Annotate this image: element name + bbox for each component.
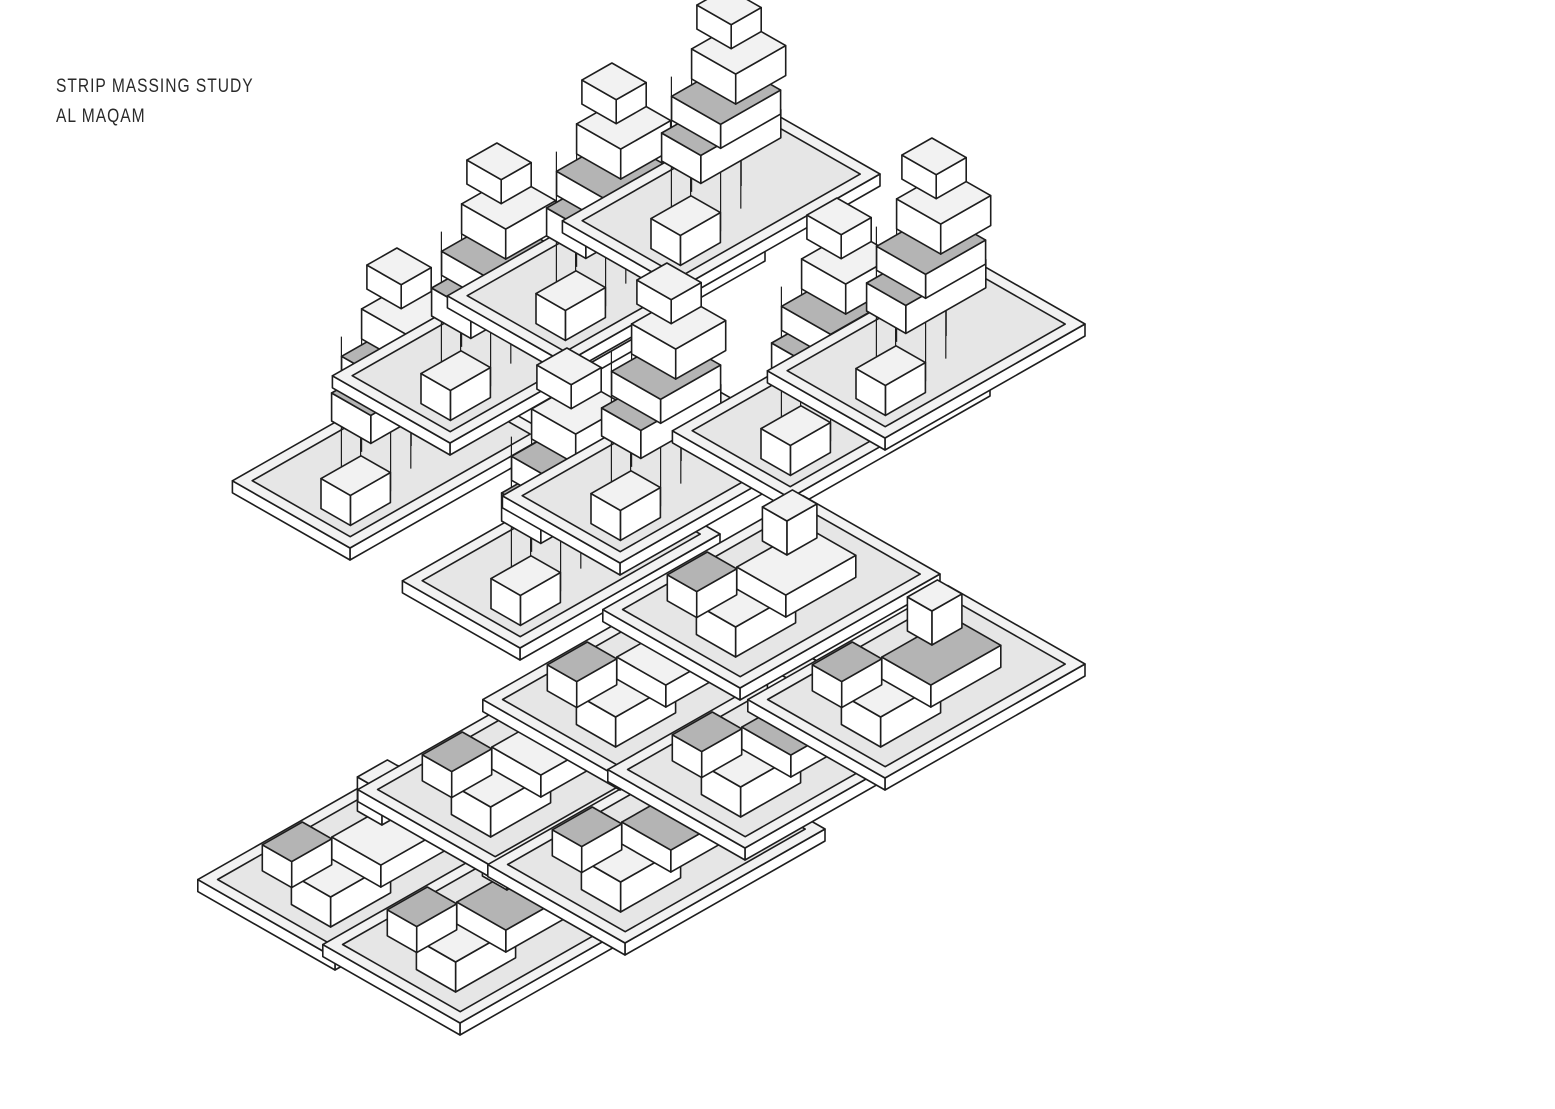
exploded-plot-3-floor-4-face-top [696,0,763,26]
exploded-plot-3-block-a-face-top [650,195,722,237]
exploded-plot-1-floor-4-face-top [466,142,533,181]
ground-massing-group [197,489,1086,1036]
exploded-plot-7-floor-4-face-top [901,137,968,176]
ground-plot-7-mass-c-face-top [811,641,883,683]
exploded-plot-5-block-a-face-top [590,469,662,512]
ground-plot-6-mass-c-face-top [666,551,738,593]
exploded-plot-4-block-a-face-top [490,554,562,597]
exploded-plot-0-floor-4-face-top [366,247,433,286]
exploded-plot-7-block-a-face-top [855,344,927,387]
drawing-subtitle: AL MAQAM [56,106,146,127]
exploded-plot-0-block-a-face-top [320,454,392,497]
exploded-plot-2-floor-4-face-top [581,62,648,101]
exploded-plot-2-block-a-face-top [535,269,607,312]
ground-plot-4-mass-c-face-top [546,641,618,683]
exploded-plot-1-block-a-face-top [420,349,492,392]
ground-plot-5-mass-c-face-top [671,711,743,753]
ground-plot-0-mass-c-face-top [261,821,333,863]
ground-plot-2-mass-c-face-top [421,731,493,773]
exploded-plot-4-floor-4-face-top [536,347,603,386]
ground-plot-7-mass-d-face-top [906,579,963,612]
drawing-title: STRIP MASSING STUDY [56,76,254,97]
exploded-massing-group [231,0,1086,661]
exploded-plot-6-floor-4-face-top [806,197,873,236]
drawing-titles: STRIP MASSING STUDY AL MAQAM [56,72,297,132]
ground-plot-1-mass-c-face-top [386,886,458,928]
ground-plot-3-mass-c-face-top [551,806,623,848]
ground-plot-6-mass-d-face-top [761,489,818,522]
exploded-plot-6-block-a-face-top [760,404,832,447]
exploded-plot-5-floor-4-face-top [636,262,703,301]
